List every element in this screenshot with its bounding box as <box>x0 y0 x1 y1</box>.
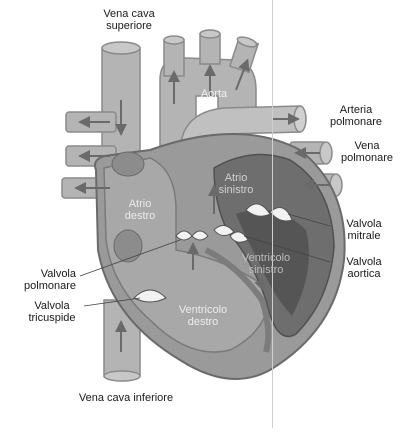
label-atrio-destro: Atrio destro <box>112 198 168 222</box>
label-valvola-aortica: Valvola aortica <box>334 256 394 280</box>
label-arteria-polmonare: Arteria polmonare <box>316 104 396 128</box>
label-aorta: Aorta <box>186 88 242 100</box>
label-valvola-tricuspide: Valvola tricuspide <box>20 300 84 324</box>
label-vena-cava-superiore: Vena cava superiore <box>84 8 174 32</box>
label-vena-polmonare: Vena polmonare <box>334 140 400 164</box>
guide-line <box>272 0 273 428</box>
label-vena-cava-inferiore: Vena cava inferiore <box>56 392 196 404</box>
label-ventricolo-sinistro: Ventricolo sinistro <box>234 252 298 276</box>
label-atrio-sinistro: Atrio sinistro <box>206 172 266 196</box>
label-ventricolo-destro: Ventricolo destro <box>168 304 238 328</box>
label-valvola-polmonare: Valvola polmonare <box>4 268 76 292</box>
label-valvola-mitrale: Valvola mitrale <box>334 218 394 242</box>
